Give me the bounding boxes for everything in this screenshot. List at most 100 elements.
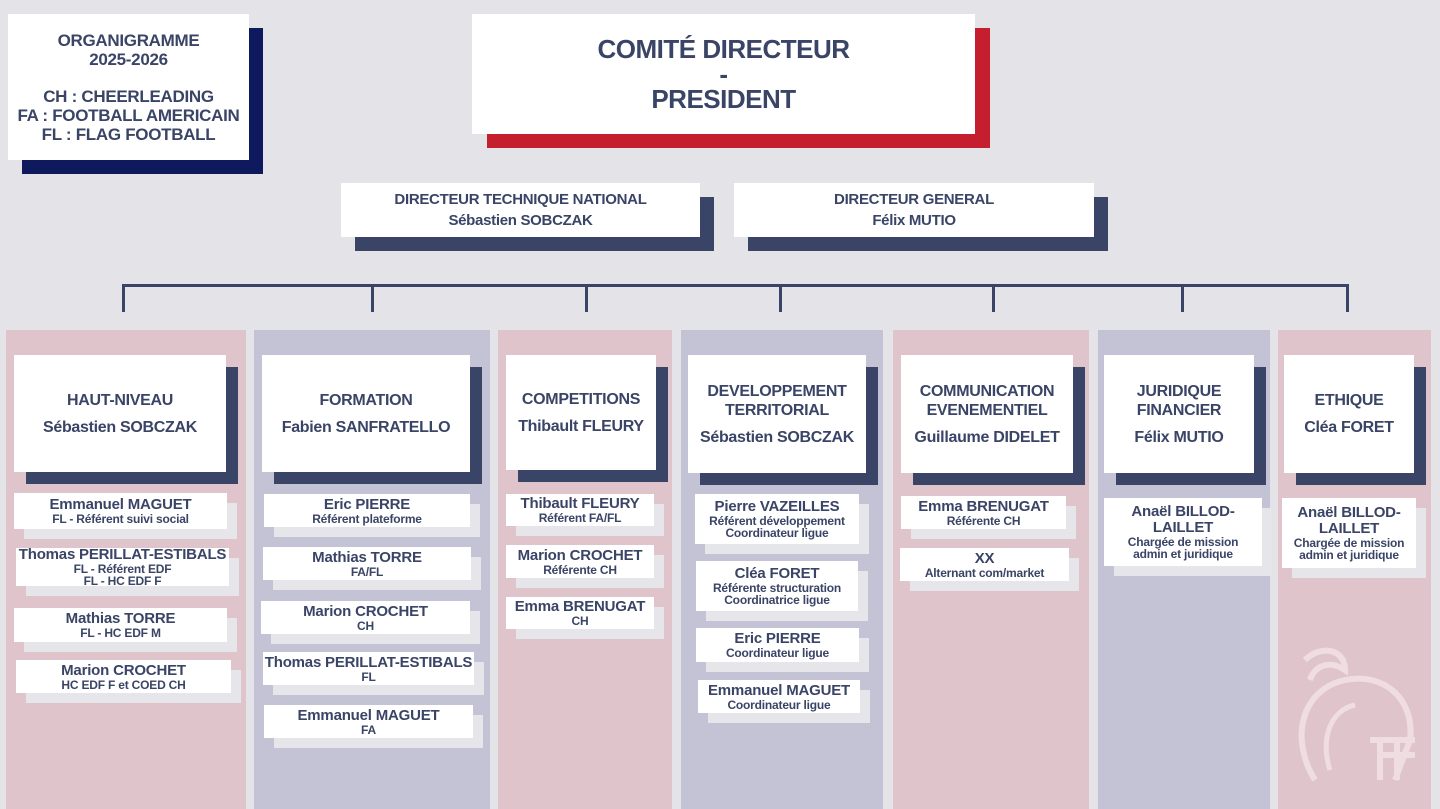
legend-title: ORGANIGRAMME [57, 30, 200, 50]
dtn-box: DIRECTEUR TECHNIQUE NATIONAL Sébastien S… [341, 183, 700, 237]
legend-season: 2025-2026 [89, 49, 168, 69]
member-role: Coordinateur ligue [725, 526, 829, 540]
member-role: Chargée de mission [1127, 535, 1239, 549]
member-name: Emmanuel MAGUET [297, 706, 440, 724]
department-lead: Sébastien SOBCZAK [699, 428, 855, 446]
department-lead: Cléa FORET [1304, 419, 1394, 436]
department-lead: Fabien SANFRATELLO [281, 418, 451, 436]
legend-box: ORGANIGRAMME 2025-2026 CH : CHEERLEADING… [8, 14, 249, 160]
member-role: Référente CH [946, 513, 1021, 528]
member-role: Chargée de mission [1293, 536, 1405, 550]
member-name: Thomas PERILLAT-ESTIBALS [18, 546, 227, 563]
connector-vertical [371, 284, 374, 312]
member-name: Thomas PERILLAT-ESTIBALS [264, 653, 473, 671]
member-role: Coordinateur ligue [727, 697, 831, 712]
department-header: JURIDIQUE FINANCIER Félix MUTIO [1104, 355, 1254, 473]
president-title: PRESIDENT [651, 83, 796, 114]
legend-abbr-ch: CH : CHEERLEADING [43, 86, 214, 106]
member-role: FL [361, 669, 376, 684]
department-lead: Félix MUTIO [1134, 428, 1224, 446]
department-title: COMMUNICATION EVENEMENTIEL [919, 382, 1055, 419]
department-header: ETHIQUE Cléa FORET [1284, 355, 1414, 473]
member-role: FL - HC EDF M [80, 626, 161, 640]
connector-vertical [779, 284, 782, 312]
member-role: Référent plateforme [312, 511, 422, 526]
member-role: HC EDF F et COED CH [61, 677, 186, 692]
member-name: Marion CROCHET [61, 661, 186, 679]
member-role: admin et juridique [1133, 547, 1233, 561]
member-role: admin et juridique [1299, 548, 1399, 562]
member-role: FL - Référent EDF [73, 562, 172, 576]
member-name: Mathias TORRE [312, 548, 422, 566]
member-name: XX [974, 549, 995, 567]
board-title: COMITÉ DIRECTEUR [597, 33, 851, 64]
member-role: Coordinateur ligue [725, 646, 830, 660]
member-role: Coordinatrice ligue [724, 593, 830, 607]
member-name: Anaël BILLOD-LAILLET [1297, 504, 1401, 537]
connector-vertical [585, 284, 588, 312]
department-title: COMPETITIONS [521, 390, 641, 408]
member-name: Thibault FLEURY [520, 495, 640, 512]
connector-vertical [992, 284, 995, 312]
legend-abbr-fl: FL : FLAG FOOTBALL [41, 124, 216, 144]
department-title: JURIDIQUE FINANCIER [1136, 382, 1222, 419]
member-name: Emma BRENUGAT [514, 598, 646, 615]
member-role: Alternant com/market [924, 565, 1045, 580]
department-title: FORMATION [319, 391, 413, 409]
member-role: CH [357, 618, 374, 633]
dtn-title: DIRECTEUR TECHNIQUE NATIONAL [394, 191, 647, 208]
department-header: FORMATION Fabien SANFRATELLO [262, 355, 470, 472]
department-title: DEVELOPPEMENT TERRITORIAL [707, 382, 847, 419]
department-title: ETHIQUE [1314, 392, 1384, 409]
dtn-name: Sébastien SOBCZAK [448, 212, 593, 229]
connector-horizontal [122, 284, 1349, 287]
member-role: FA [361, 722, 376, 737]
department-lead: Guillaume DIDELET [914, 428, 1060, 446]
connector-vertical [1346, 284, 1349, 312]
department-lead: Sébastien SOBCZAK [42, 418, 198, 436]
member-name: Pierre VAZEILLES [714, 498, 840, 515]
member-name: Emma BRENUGAT [918, 497, 1049, 515]
connector-vertical [122, 284, 125, 312]
member-name: Mathias TORRE [65, 610, 176, 627]
member-name: Anaël BILLOD-LAILLET [1131, 503, 1235, 536]
member-name: Eric PIERRE [323, 495, 411, 513]
dg-name: Félix MUTIO [872, 212, 956, 229]
member-role: CH [571, 614, 589, 628]
separator-dash: - [719, 58, 728, 89]
dg-title: DIRECTEUR GENERAL [834, 191, 994, 208]
dg-box: DIRECTEUR GENERAL Félix MUTIO [734, 183, 1094, 237]
member-role: FL - Référent suivi social [52, 512, 189, 526]
member-name: Marion CROCHET [303, 602, 428, 620]
member-name: Cléa FORET [734, 565, 820, 582]
member-name: Emmanuel MAGUET [707, 681, 851, 699]
president-box: COMITÉ DIRECTEUR - PRESIDENT [472, 14, 975, 134]
member-role: FL - HC EDF F [83, 574, 162, 588]
department-header: COMMUNICATION EVENEMENTIEL Guillaume DIDE… [901, 355, 1073, 473]
member-name: Eric PIERRE [734, 630, 821, 647]
member-role: Référente CH [543, 562, 617, 577]
connector-vertical [1181, 284, 1184, 312]
member-name: Marion CROCHET [517, 546, 643, 564]
department-header: DEVELOPPEMENT TERRITORIAL Sébastien SOBCZ… [688, 355, 866, 473]
member-name: Emmanuel MAGUET [49, 496, 192, 513]
member-role: Référente structuration [712, 581, 842, 595]
